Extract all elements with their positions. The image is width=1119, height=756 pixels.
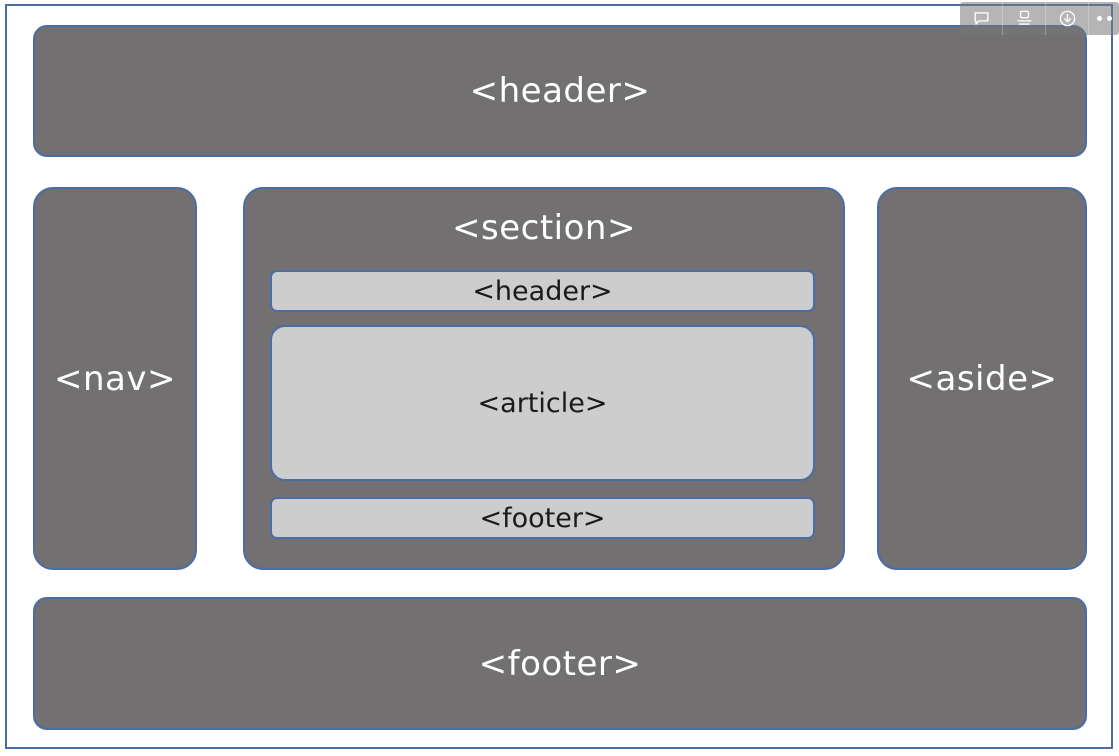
more-options-button[interactable] xyxy=(1089,2,1119,35)
presentation-icon xyxy=(1015,9,1034,28)
download-icon xyxy=(1058,9,1077,28)
section-block[interactable]: <section> <header> <article> <footer> xyxy=(243,187,845,570)
more-options-icon xyxy=(1096,16,1102,21)
overlay-toolbar[interactable] xyxy=(960,2,1119,35)
section-article-box[interactable]: <article> xyxy=(270,325,815,481)
aside-block[interactable]: <aside> xyxy=(877,187,1087,570)
section-block-label: <section> xyxy=(452,208,636,248)
more-options-icon-dot2 xyxy=(1106,16,1112,21)
comment-button[interactable] xyxy=(960,2,1003,35)
nav-block[interactable]: <nav> xyxy=(33,187,197,570)
presentation-button[interactable] xyxy=(1003,2,1046,35)
section-header-label: <header> xyxy=(472,275,613,307)
header-block-label: <header> xyxy=(469,71,651,111)
comment-icon xyxy=(972,9,991,28)
header-block[interactable]: <header> xyxy=(33,25,1087,157)
section-header-box[interactable]: <header> xyxy=(270,270,815,312)
section-footer-label: <footer> xyxy=(479,502,606,534)
aside-block-label: <aside> xyxy=(906,358,1058,399)
footer-block-label: <footer> xyxy=(478,643,642,684)
footer-block[interactable]: <footer> xyxy=(33,597,1087,730)
nav-block-label: <nav> xyxy=(54,358,176,399)
section-title-wrap: <section> xyxy=(245,211,843,245)
download-button[interactable] xyxy=(1046,2,1089,35)
section-article-label: <article> xyxy=(477,387,608,419)
section-footer-box[interactable]: <footer> xyxy=(270,497,815,539)
